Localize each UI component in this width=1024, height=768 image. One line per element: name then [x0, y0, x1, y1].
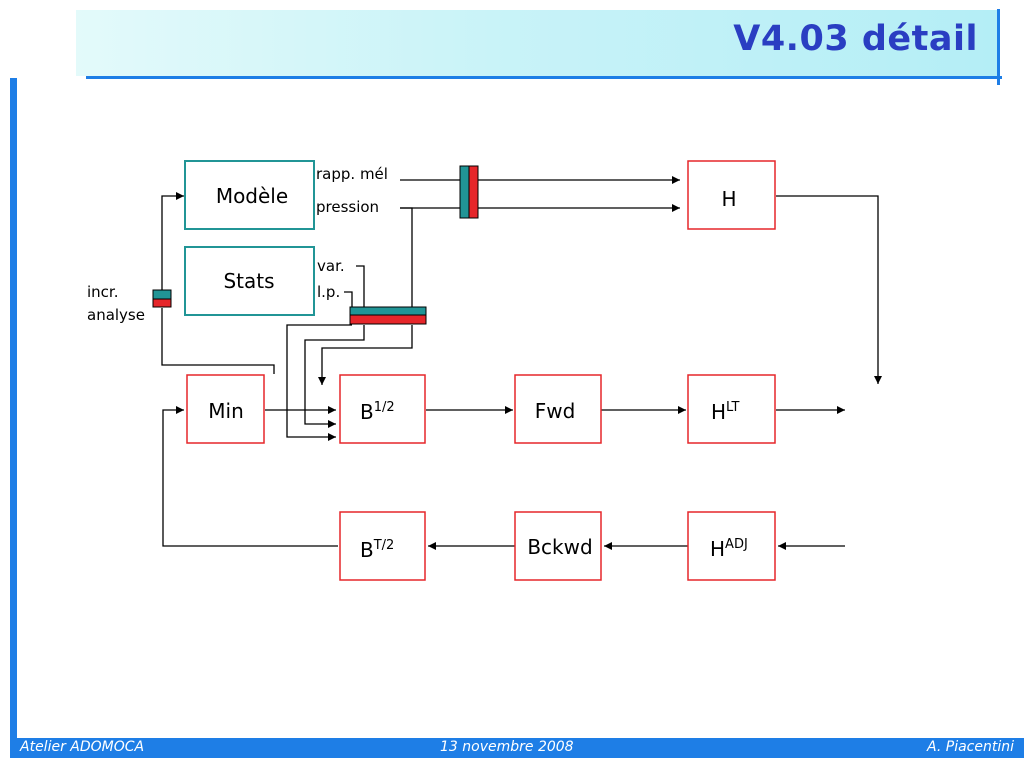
title-band: [76, 10, 1000, 76]
line-pression-down: [400, 207, 413, 308]
modele-box: [184, 160, 315, 230]
hadj-box: [687, 511, 776, 581]
bt-half-sup: T/2: [373, 538, 395, 553]
footer-author: A. Piacentini: [927, 739, 1014, 755]
h-box: [687, 160, 776, 230]
line-var: [356, 265, 365, 308]
line-lp: [344, 291, 353, 308]
bt-half-base: B: [360, 538, 374, 562]
modele-label: Modèle: [216, 184, 288, 208]
param-selector: [349, 306, 427, 325]
obs-selector: [459, 165, 479, 219]
bt-half-box: [339, 511, 426, 581]
b-half-base: B: [360, 400, 374, 424]
b-half-sup: 1/2: [374, 400, 395, 415]
bt-half-label: BT/2: [360, 538, 394, 562]
slide-title: V4.03 détail: [733, 19, 978, 59]
incr-selector-teal: [152, 289, 172, 300]
b-half-box: [339, 374, 426, 444]
rapp-mel-label: rapp. mél: [316, 165, 388, 183]
line-min-up: [161, 308, 275, 374]
hadj-base: H: [710, 537, 725, 561]
min-label: Min: [208, 399, 244, 423]
obs-selector-red: [468, 165, 479, 219]
incr-selector-red: [152, 298, 172, 308]
obs-selector-teal: [459, 165, 470, 219]
footer-bar: Atelier ADOMOCA 13 novembre 2008 A. Piac…: [10, 738, 1024, 758]
hadj-sup: ADJ: [725, 537, 748, 552]
lp-label: l.p.: [317, 283, 340, 301]
bckwd-box: [514, 511, 602, 581]
hlt-sup: LT: [726, 400, 739, 415]
data-flow-diagram: Modèle Stats Min H B1/2 Fwd HLT BT/2 Bck…: [87, 160, 882, 581]
stats-label: Stats: [223, 269, 274, 293]
title-underline: [86, 76, 1002, 79]
connector-lines: [161, 176, 882, 550]
var-label: var.: [317, 257, 345, 275]
incr-selector: [152, 289, 172, 308]
fwd-box: [514, 374, 602, 444]
bckwd-label: Bckwd: [527, 535, 592, 559]
line-to-modele: [161, 192, 184, 290]
footer-date: 13 novembre 2008: [440, 739, 574, 755]
line-bt-min: [162, 406, 338, 547]
title-divider: [997, 9, 1000, 85]
param-selector-teal: [349, 306, 427, 316]
pression-label: pression: [316, 198, 379, 216]
b-half-label: B1/2: [360, 400, 395, 424]
line-sel-1: [318, 325, 413, 385]
h-label: H: [721, 187, 736, 211]
hlt-box: [687, 374, 776, 444]
left-accent-bar: [10, 78, 17, 738]
analyse-label: analyse: [87, 306, 145, 324]
stats-box: [184, 246, 315, 316]
line-sel-3: [286, 324, 352, 441]
min-box: [186, 374, 265, 444]
incr-label: incr.: [87, 283, 118, 301]
hadj-label: HADJ: [710, 537, 748, 561]
line-sel-2: [304, 325, 365, 428]
fwd-label: Fwd: [535, 399, 576, 423]
line-h-out: [776, 195, 882, 384]
param-selector-red: [349, 314, 427, 325]
footer-event: Atelier ADOMOCA: [20, 739, 145, 755]
hlt-label: HLT: [711, 400, 739, 424]
hlt-base: H: [711, 400, 726, 424]
